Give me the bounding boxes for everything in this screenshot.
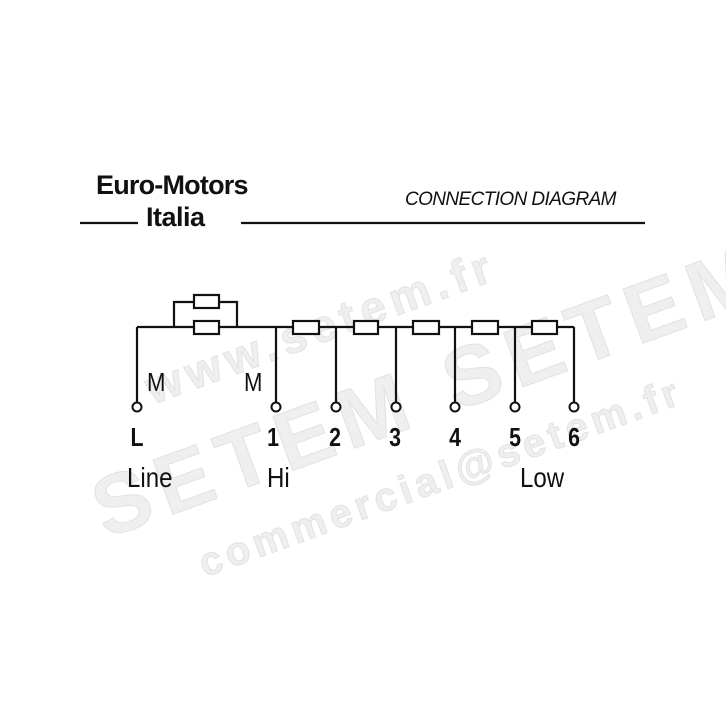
resistor-4-5 — [470, 319, 500, 336]
group-label-low: Low — [520, 462, 565, 493]
resistor-3-4 — [411, 319, 441, 336]
resistor-2-3 — [352, 319, 380, 336]
terminal-label-3: 3 — [389, 422, 401, 452]
diagram-title: CONNECTION DIAGRAM — [405, 189, 616, 210]
group-label-line: Line — [127, 462, 173, 493]
group-label-hi: Hi — [267, 462, 290, 493]
terminal-label-5: 5 — [509, 422, 521, 452]
resistor-1-2 — [291, 319, 321, 336]
resistor-parallel-bottom — [192, 319, 221, 336]
terminal-label-1: 1 — [267, 422, 279, 452]
terminal-3-icon — [390, 401, 402, 413]
resistor-parallel-top — [192, 293, 221, 310]
terminal-label-2: 2 — [329, 422, 341, 452]
terminal-label-6: 6 — [568, 422, 580, 452]
terminal-L-icon — [131, 401, 143, 413]
resistor-5-6 — [530, 319, 559, 336]
brand-name: Euro-Motors — [96, 170, 248, 200]
terminal-4-icon — [449, 401, 461, 413]
wire-label-m-line: M — [147, 367, 166, 397]
terminal-5-icon — [509, 401, 521, 413]
terminal-label-4: 4 — [449, 422, 461, 452]
terminal-6-icon — [568, 401, 580, 413]
terminal-2-icon — [330, 401, 342, 413]
terminal-label-L: L — [130, 422, 144, 452]
brand-subname: Italia — [146, 202, 205, 232]
terminal-1-icon — [270, 401, 282, 413]
wire-label-m-hi: M — [244, 367, 263, 397]
